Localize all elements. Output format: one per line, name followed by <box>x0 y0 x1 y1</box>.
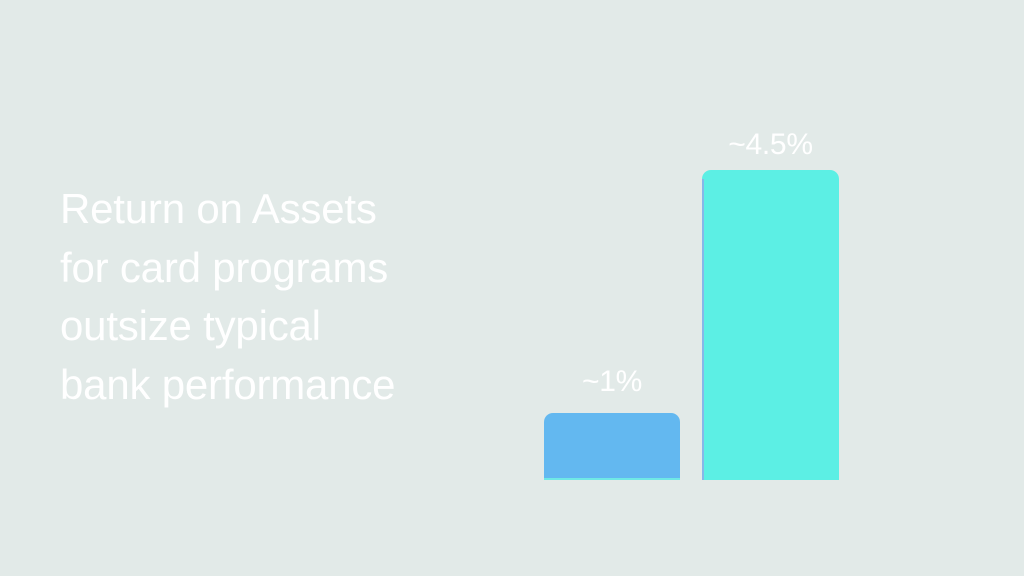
page-title: Return on Assets for card programs outsi… <box>60 185 396 408</box>
bar-chart: ~1% ~4.5% <box>500 60 920 480</box>
bar-value-label: ~1% <box>582 365 642 398</box>
bar-value-label: ~4.5% <box>728 128 813 161</box>
bar-group: ~4.5% <box>702 60 839 480</box>
bar-rect <box>702 170 839 480</box>
bar-group: ~1% <box>544 60 680 480</box>
bar-rect <box>544 413 680 480</box>
